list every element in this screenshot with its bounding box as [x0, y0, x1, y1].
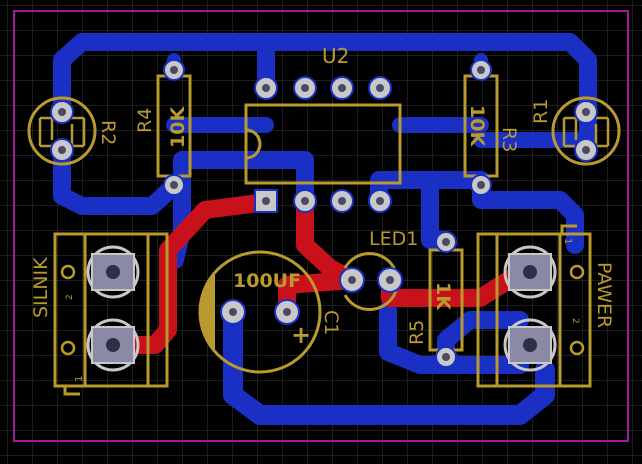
silnik-marker-1: [60, 264, 76, 280]
silnik-pin2-label: 2: [65, 294, 75, 300]
board-outline: [13, 10, 629, 442]
pawer-connector-outline: [476, 232, 592, 388]
hole: [170, 181, 178, 189]
hole: [582, 146, 590, 154]
silnik-terminal-ring-1: [86, 245, 140, 299]
r5-value: 1K: [432, 282, 454, 311]
terminal-rings: [86, 245, 557, 372]
hole: [348, 276, 356, 284]
hole: [477, 66, 485, 74]
terminal-pad-holes: [106, 265, 537, 352]
silnik-pin1-label: 1: [74, 376, 85, 382]
hole: [582, 108, 590, 116]
bottom-trace-r5-power: [379, 301, 529, 374]
r1-label: R1: [530, 99, 552, 124]
r3-label: R3: [498, 127, 520, 152]
silnik-connector-outline: [53, 232, 169, 388]
hole: [262, 84, 270, 92]
hole: [376, 84, 384, 92]
pawer-terminal-ring-2: [503, 318, 557, 372]
hole: [376, 197, 384, 205]
r4-value: 10K: [167, 106, 189, 148]
pawer-connector-tab: [560, 224, 577, 234]
c1-plus: +: [291, 321, 311, 349]
r2-label: R2: [97, 120, 119, 145]
bottom-trace-r2-to-r4: [53, 141, 183, 215]
hole: [386, 276, 394, 284]
hole: [170, 66, 178, 74]
hole: [58, 146, 66, 154]
r4-label: R4: [134, 108, 156, 133]
pawer-terminal-ring-1: [503, 245, 557, 299]
hole: [338, 197, 346, 205]
hole: [58, 108, 66, 116]
hole: [301, 197, 309, 205]
r2-outline: [27, 96, 97, 166]
hole: [477, 181, 485, 189]
r5-label: R5: [406, 320, 428, 345]
hole: [106, 265, 120, 279]
pad-holes: [58, 66, 590, 361]
hole: [523, 265, 537, 279]
silnik-terminal-ring-2: [86, 318, 140, 372]
c1-label: C1: [320, 310, 342, 335]
r1-value: 10K: [466, 105, 488, 147]
pawer-marker-1: [569, 264, 585, 280]
u2-notch: [245, 128, 262, 160]
u2-label: U2: [322, 44, 349, 68]
c1-polarity-band: [199, 272, 215, 352]
r3-outline: [551, 96, 621, 166]
u2-outline: [244, 103, 402, 185]
silkscreen-text: U2 R4 10K R2 R1 10K R3 LED1 100UF C1 + 1…: [30, 44, 615, 382]
silnik-label: SILNIK: [30, 257, 52, 318]
silnik-connector-tab: [63, 386, 80, 396]
pawer-connector-divider: [495, 234, 562, 386]
bottom-trace-top-loop: [53, 33, 597, 149]
led1-label: LED1: [369, 228, 418, 250]
pawer-marker-2: [569, 340, 585, 356]
pin-markers: [60, 264, 585, 356]
silnik-marker-2: [60, 340, 76, 356]
hole: [283, 308, 291, 316]
pads: [50, 59, 598, 368]
bottom-trace-c1-ground: [223, 302, 555, 425]
hole: [301, 84, 309, 92]
hole: [262, 197, 270, 205]
pawer-pin2-label: 2: [570, 318, 580, 324]
c1-value: 100UF: [233, 270, 301, 292]
hole: [523, 338, 537, 352]
pawer-pin1-label: 1: [562, 238, 573, 244]
bottom-trace-u2-pin3: [173, 151, 314, 209]
hole: [338, 84, 346, 92]
hole: [229, 308, 237, 316]
hole: [106, 338, 120, 352]
hole: [442, 238, 450, 246]
pawer-label: PAWER: [593, 262, 615, 328]
hole: [442, 353, 450, 361]
silnik-connector-divider: [83, 234, 150, 386]
